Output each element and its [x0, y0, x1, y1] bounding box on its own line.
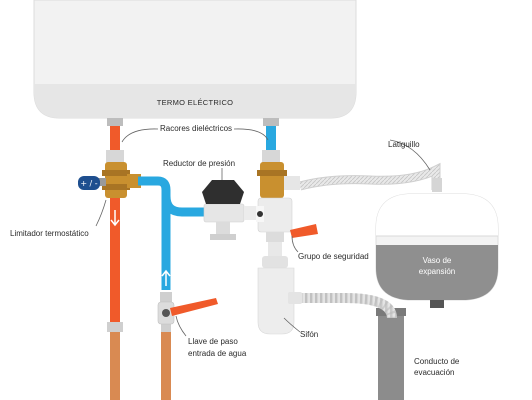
dielectric-label: Racores dieléctricos [160, 124, 232, 133]
safety-lever[interactable] [290, 224, 318, 238]
valve-handle[interactable] [170, 298, 218, 316]
siphon-label: Sifón [300, 330, 318, 339]
drain-label-line1: Conducto de [414, 357, 460, 366]
cold-water-pipe [138, 176, 208, 400]
arrow-down-icon [110, 210, 120, 227]
drain-label-line2: evacuación [414, 368, 454, 377]
safety-group [256, 162, 318, 256]
thermostatic-limiter: + / - [78, 162, 141, 198]
arrow-up-icon [161, 269, 171, 286]
reducer-label: Reductor de presión [163, 159, 235, 168]
vessel-label-line2: expansión [419, 267, 455, 276]
hose-label: Latiguillo [388, 140, 420, 149]
inlet-valve [157, 298, 218, 325]
pressure-reducer [202, 180, 256, 240]
drain-conduit [376, 308, 406, 400]
expansion-vessel: Vaso de expansión [375, 178, 499, 308]
hot-water-pipe [106, 118, 124, 400]
siphon [257, 256, 302, 335]
leader-lines [95, 128, 431, 337]
vessel-label-line1: Vaso de [423, 256, 452, 265]
limiter-knob[interactable] [78, 176, 100, 190]
valve-label-line2: entrada de agua [188, 349, 247, 358]
water-heater: TERMO ELÉCTRICO [33, 0, 357, 119]
limiter-knob-icon: + / - [80, 179, 97, 188]
heater-label: TERMO ELÉCTRICO [157, 98, 234, 107]
valve-label-line1: Llave de paso [188, 337, 238, 346]
cold-inlet-pipe [262, 118, 280, 164]
limiter-label: Limitador termostático [10, 229, 89, 238]
safety-label: Grupo de seguridad [298, 252, 369, 261]
